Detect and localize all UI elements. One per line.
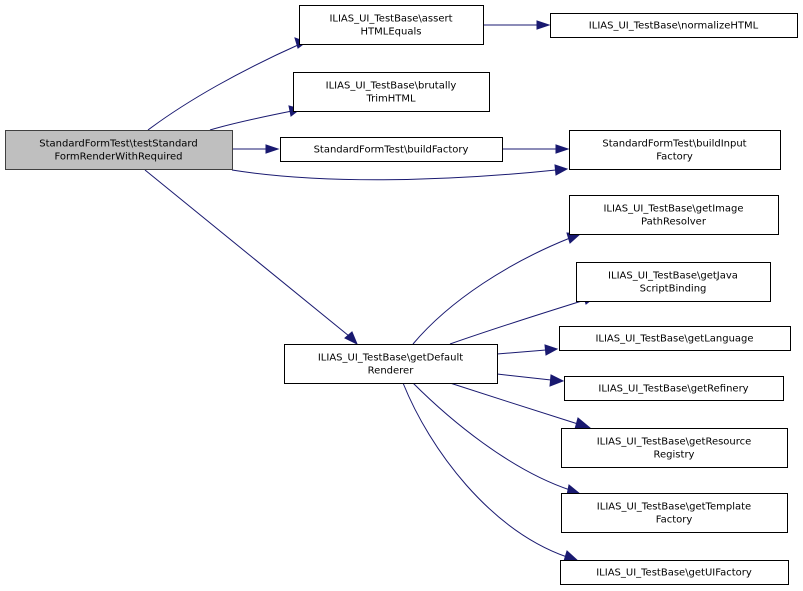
arrowhead-icon <box>544 344 559 356</box>
node-label: ILIAS_UI_TestBase\getJava <box>608 271 738 282</box>
edge-line <box>496 373 552 381</box>
node-box[interactable] <box>293 72 490 112</box>
node-box[interactable] <box>576 262 771 302</box>
edge-line <box>412 382 571 491</box>
node-normalizeHTML[interactable]: ILIAS_UI_TestBase\normalizeHTML <box>550 13 798 38</box>
edge-line <box>449 382 579 425</box>
arrowhead-icon <box>555 144 570 154</box>
node-box[interactable] <box>299 5 484 45</box>
node-box[interactable] <box>561 428 788 468</box>
node-label: ILIAS_UI_TestBase\getDefault <box>318 353 463 364</box>
edge-root-to-buildInputFactory <box>231 164 569 181</box>
edge-line <box>147 44 299 131</box>
edge-getDefaultRenderer-to-getLanguage <box>496 344 559 356</box>
node-box[interactable] <box>284 344 498 384</box>
edge-line <box>144 169 350 337</box>
edge-root-to-getDefaultRenderer <box>144 169 358 346</box>
edge-line <box>412 237 571 345</box>
node-label: Registry <box>654 450 695 461</box>
arrowhead-icon <box>536 20 551 30</box>
edge-line <box>496 349 547 355</box>
node-getLanguage[interactable]: ILIAS_UI_TestBase\getLanguage <box>559 326 791 351</box>
edge-getDefaultRenderer-to-getUIFactory <box>402 382 580 562</box>
node-label: StandardFormTest\buildFactory <box>314 145 469 156</box>
edge-getDefaultRenderer-to-getRefinery <box>496 373 565 387</box>
node-box[interactable] <box>550 13 798 38</box>
node-label: ILIAS_UI_TestBase\normalizeHTML <box>589 21 759 32</box>
nodes-layer: StandardFormTest\testStandardFormRenderW… <box>5 5 798 585</box>
node-label: Factory <box>656 515 693 526</box>
node-getUIFactory[interactable]: ILIAS_UI_TestBase\getUIFactory <box>560 560 789 585</box>
edge-assertHTMLEquals-to-normalizeHTML <box>483 20 551 30</box>
edge-line <box>402 382 568 558</box>
edge-getDefaultRenderer-to-getTemplateFactory <box>412 382 582 496</box>
node-label: HTMLEquals <box>361 27 422 38</box>
node-label: ILIAS_UI_TestBase\brutally <box>326 81 457 92</box>
edge-root-to-brutallyTrimHTML <box>209 105 302 131</box>
node-box[interactable] <box>569 195 779 235</box>
arrowhead-icon <box>563 550 580 562</box>
node-box[interactable] <box>564 376 784 401</box>
edge-getDefaultRenderer-to-getImagePathResolver <box>412 232 582 345</box>
edge-line <box>231 169 557 181</box>
node-label: Factory <box>656 152 693 163</box>
node-box[interactable] <box>569 130 781 170</box>
edge-line <box>209 110 293 131</box>
node-label: ILIAS_UI_TestBase\getImage <box>603 204 743 215</box>
node-label: ILIAS_UI_TestBase\getResource <box>597 437 752 448</box>
node-box[interactable] <box>5 130 233 170</box>
edge-root-to-buildFactory <box>232 144 280 154</box>
node-label: ILIAS_UI_TestBase\assert <box>329 14 452 25</box>
node-box[interactable] <box>561 493 788 533</box>
edge-line <box>449 299 586 345</box>
node-buildFactory[interactable]: StandardFormTest\buildFactory <box>280 137 503 162</box>
node-label: ILIAS_UI_TestBase\getUIFactory <box>596 568 752 579</box>
arrowhead-icon <box>265 144 280 154</box>
node-label: StandardFormTest\buildInput <box>602 139 746 150</box>
node-label: ILIAS_UI_TestBase\getRefinery <box>598 384 748 395</box>
node-label: ScriptBinding <box>640 284 707 295</box>
node-label: TrimHTML <box>365 94 416 105</box>
arrowhead-icon <box>344 331 358 346</box>
arrowhead-icon <box>549 374 565 387</box>
node-box[interactable] <box>559 326 791 351</box>
node-label: StandardFormTest\testStandard <box>39 139 197 150</box>
arrowhead-icon <box>554 164 569 176</box>
arrowhead-icon <box>574 417 592 430</box>
node-root[interactable]: StandardFormTest\testStandardFormRenderW… <box>5 130 233 170</box>
edge-root-to-assertHTMLEquals <box>147 37 308 131</box>
node-getRefinery[interactable]: ILIAS_UI_TestBase\getRefinery <box>564 376 784 401</box>
edges-layer <box>144 20 597 562</box>
node-label: ILIAS_UI_TestBase\getTemplate <box>597 502 751 513</box>
edge-buildFactory-to-buildInputFactory <box>502 144 570 154</box>
node-label: FormRenderWithRequired <box>54 152 182 163</box>
node-box[interactable] <box>560 560 789 585</box>
node-box[interactable] <box>280 137 503 162</box>
node-label: PathResolver <box>641 217 707 228</box>
node-label: ILIAS_UI_TestBase\getLanguage <box>595 334 753 345</box>
node-label: Renderer <box>368 366 415 377</box>
